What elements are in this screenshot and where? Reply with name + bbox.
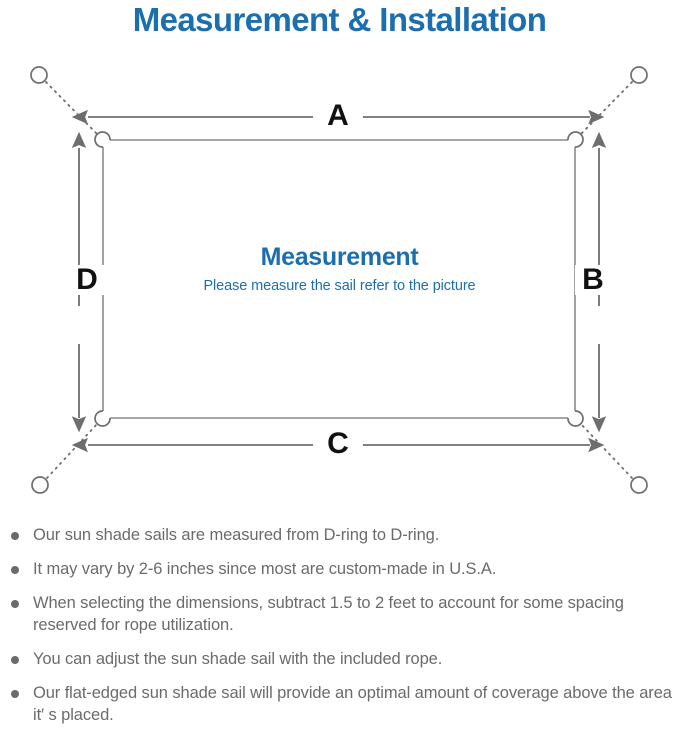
anchor-point-bottom-right (630, 476, 648, 494)
rope-bottom-right (579, 422, 633, 479)
measurement-subtext: Please measure the sail refer to the pic… (203, 278, 476, 294)
list-item: Our flat-edged sun shade sail will provi… (0, 682, 679, 726)
d-ring-bottom-left (94, 410, 111, 427)
dimension-label-a: A (313, 101, 363, 131)
measurement-heading: Measurement (260, 243, 419, 271)
rope-bottom-left (46, 422, 99, 479)
rope-top-left (45, 81, 99, 136)
d-ring-top-left (94, 131, 111, 148)
note-text: You can adjust the sun shade sail with t… (33, 650, 443, 668)
bullet-icon (11, 532, 19, 540)
bullet-icon (11, 566, 19, 574)
dimension-label-d: D (69, 265, 105, 295)
list-item: It may vary by 2-6 inches since most are… (0, 558, 679, 580)
note-text: It may vary by 2-6 inches since most are… (33, 560, 497, 578)
rope-top-right (579, 81, 633, 136)
d-ring-bottom-right (567, 410, 584, 427)
bullet-icon (11, 690, 19, 698)
note-text: Our flat-edged sun shade sail will provi… (33, 684, 672, 724)
list-item: You can adjust the sun shade sail with t… (0, 648, 679, 670)
list-item: Our sun shade sails are measured from D-… (0, 524, 679, 546)
note-text: When selecting the dimensions, subtract … (33, 594, 624, 634)
bullet-icon (11, 600, 19, 608)
note-text: Our sun shade sails are measured from D-… (33, 526, 440, 544)
dimension-label-b: B (575, 265, 611, 295)
bullet-icon (11, 656, 19, 664)
list-item: When selecting the dimensions, subtract … (0, 592, 679, 636)
d-ring-top-right (567, 131, 584, 148)
dimension-label-c: C (313, 429, 363, 459)
anchor-point-top-right (630, 66, 648, 84)
anchor-point-bottom-left (31, 476, 49, 494)
notes-list: Our sun shade sails are measured from D-… (0, 524, 679, 726)
anchor-point-top-left (30, 66, 48, 84)
page-title: Measurement & Installation (132, 1, 547, 38)
